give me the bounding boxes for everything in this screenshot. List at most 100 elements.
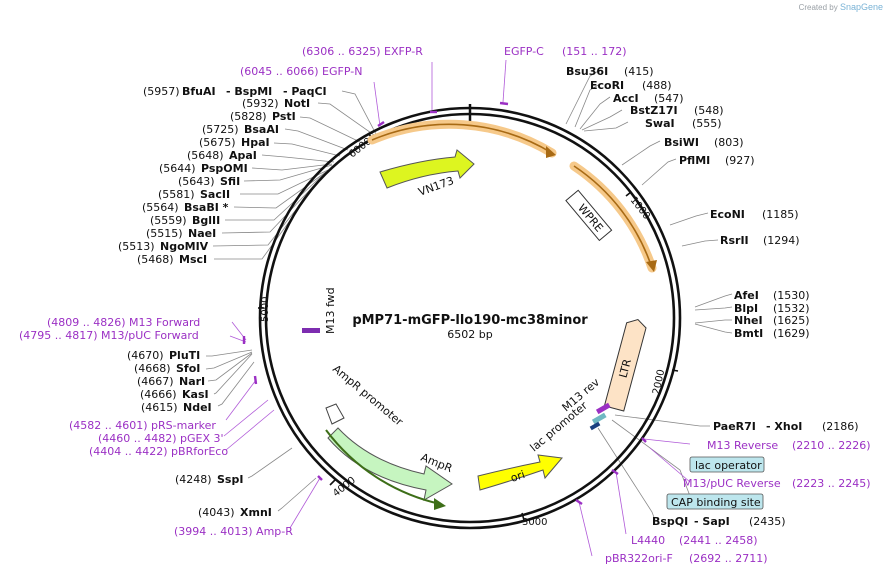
primer-m13puc-reverse: M13/pUC Reverse	[683, 477, 781, 490]
site-psti: PstI	[272, 110, 296, 123]
site-sspi-pos: (4248)	[175, 473, 212, 486]
plasmid-size: 6502 bp	[447, 328, 492, 341]
site-msci-pos: (5468)	[137, 253, 174, 266]
feature-right-arrowhead	[646, 260, 657, 272]
site-bsu36i-pos: (415)	[624, 65, 654, 78]
feature-ori	[477, 454, 563, 491]
site-nhei-pos: (1625)	[773, 314, 810, 327]
site-xhoi: - XhoI	[766, 420, 802, 433]
feature-top-arc-line	[371, 123, 553, 154]
primer-markers	[242, 101, 647, 505]
site-bspqi-pos: (2435)	[749, 515, 786, 528]
site-bglii: BglII	[192, 214, 220, 227]
site-blpi: BlpI	[734, 302, 758, 315]
site-bstz17i-pos: (548)	[694, 104, 724, 117]
lac-operator-label: lac operator	[695, 459, 762, 472]
site-nhei: NheI	[734, 314, 763, 327]
credit-prefix: Created by	[798, 3, 838, 12]
site-ecori: EcoRI	[590, 79, 624, 92]
feature-m13fwd	[302, 328, 320, 333]
feature-lac-small	[589, 402, 611, 431]
site-nari: NarI	[179, 375, 205, 388]
primer-l4440: L4440	[631, 534, 665, 547]
site-econi-pos: (1185)	[762, 208, 799, 221]
site-apai-pos: (5648)	[187, 149, 224, 162]
tick-label-5000: 5000	[260, 297, 271, 322]
site-sacii: SacII	[200, 188, 230, 201]
primer-m13puc-reverse-range: (2223 .. 2245)	[792, 477, 871, 490]
sites-right: Bsu36I (415) EcoRI (488) AccI (547) BstZ…	[566, 65, 859, 528]
primer-m13-forward: (4809 .. 4826) M13 Forward	[47, 316, 200, 329]
primers: (6306 .. 6325) EXFP-R EGFP-C (151 .. 172…	[19, 45, 871, 565]
site-xmni-pos: (4043)	[198, 506, 235, 519]
site-noti-pos: (5932)	[242, 97, 279, 110]
tick-label-2000: 2000	[651, 368, 667, 395]
site-bspmi: - BspMI	[226, 85, 272, 98]
site-paqci: - PaqCI	[283, 85, 327, 98]
site-bsiwi-pos: (803)	[714, 136, 744, 149]
site-bsaai: BsaAI	[244, 123, 279, 136]
site-nari-pos: (4667)	[137, 375, 174, 388]
site-ecori-pos: (488)	[642, 79, 672, 92]
site-sspi: SspI	[217, 473, 243, 486]
site-swai-pos: (555)	[692, 117, 722, 130]
feature-ampr-arc	[325, 429, 441, 505]
site-blpi-pos: (1532)	[773, 302, 810, 315]
site-sfoi-pos: (4668)	[134, 362, 171, 375]
feature-label-ltr: LTR	[617, 357, 635, 379]
sites-left: (5957) BfuAI - BspMI - PaqCI (5932) NotI…	[118, 85, 327, 519]
primer-prs-marker: (4582 .. 4601) pRS-marker	[69, 419, 216, 432]
feature-ampr	[327, 427, 453, 501]
site-hpai: HpaI	[241, 136, 270, 149]
site-acci-pos: (547)	[654, 92, 684, 105]
site-pflmi-pos: (927)	[725, 154, 755, 167]
feature-wpre: WPRE	[565, 189, 613, 242]
site-paer7i-pos: (2186)	[822, 420, 859, 433]
site-xmni: XmnI	[240, 506, 272, 519]
site-sfii: SfiI	[220, 175, 240, 188]
site-sfoi: SfoI	[176, 362, 200, 375]
tick-label-3000: 3000	[522, 517, 547, 528]
cap-binding-label: CAP binding site	[671, 496, 761, 509]
site-pflmi: PflMI	[679, 154, 710, 167]
site-afei: AfeI	[734, 289, 759, 302]
site-econi: EcoNI	[710, 208, 745, 221]
snapgene-logo: SnapGene	[839, 2, 883, 12]
site-sacii-pos: (5581)	[158, 188, 195, 201]
feature-ltr: LTR	[603, 319, 647, 412]
site-bmti-pos: (1629)	[773, 327, 810, 340]
site-bstz17i: BstZ17I	[630, 104, 678, 117]
feature-ampr-promoter	[325, 403, 345, 425]
site-naei: NaeI	[188, 227, 216, 240]
site-paer7i: PaeR7I	[713, 420, 756, 433]
site-bfuai-pos: (5957)	[143, 85, 180, 98]
site-bspqi: BspQI	[652, 515, 688, 528]
site-apai: ApaI	[229, 149, 257, 162]
site-bsabi-pos: (5564)	[142, 201, 179, 214]
site-sapi: - SapI	[694, 515, 730, 528]
site-bsiwi: BsiWI	[664, 136, 699, 149]
snapgene-credit: Created by SnapGene	[799, 2, 883, 12]
site-ndei-pos: (4615)	[141, 401, 178, 414]
site-acci: AccI	[613, 92, 639, 105]
site-afei-pos: (1530)	[773, 289, 810, 302]
site-ngomiv-pos: (5513)	[118, 240, 155, 253]
site-bfuai: BfuAI	[182, 85, 216, 98]
site-sfii-pos: (5643)	[178, 175, 215, 188]
feature-top-arrowhead	[546, 146, 556, 158]
feature-vn173	[379, 149, 475, 189]
site-rsrii-pos: (1294)	[763, 234, 800, 247]
feature-label-lacpromoter: lac promoter	[528, 399, 591, 455]
primer-m13puc-forward: (4795 .. 4817) M13/pUC Forward	[19, 329, 199, 342]
site-bglii-pos: (5559)	[150, 214, 187, 227]
site-psti-pos: (5828)	[230, 110, 267, 123]
primer-pbr322ori-f: pBR322ori-F	[605, 552, 673, 565]
site-pluti-pos: (4670)	[127, 349, 164, 362]
primer-exfp-r: (6306 .. 6325) EXFP-R	[302, 45, 423, 58]
site-bsabi: BsaBI *	[184, 201, 229, 214]
site-pluti: PluTI	[169, 349, 200, 362]
primer-m13-reverse: M13 Reverse	[707, 439, 778, 452]
plasmid-name: pMP71-mGFP-llo190-mc38minor	[352, 313, 588, 328]
primer-egfp-c-range: (151 .. 172)	[562, 45, 627, 58]
site-bsu36i: Bsu36I	[566, 65, 608, 78]
